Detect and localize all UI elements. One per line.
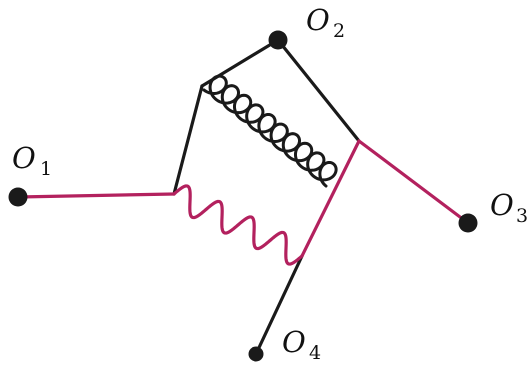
vertex-o3 bbox=[458, 213, 478, 233]
vertex-o4 bbox=[248, 346, 264, 362]
black-lines bbox=[172, 38, 361, 356]
line-right-vertex-to-lower-vertex bbox=[300, 139, 361, 258]
label-o4: O 4 bbox=[282, 325, 321, 364]
label-o2-symbol: O bbox=[306, 3, 330, 37]
label-o3: O 3 bbox=[490, 188, 528, 227]
external-vertices bbox=[8, 30, 478, 362]
line-right-vertex-to-o3 bbox=[357, 139, 470, 225]
gluon-line bbox=[202, 74, 338, 188]
line-o1-to-left-vertex bbox=[16, 192, 176, 199]
label-o2-index: 2 bbox=[333, 20, 345, 42]
label-o3-symbol: O bbox=[490, 188, 514, 222]
label-o3-index: 3 bbox=[516, 205, 528, 227]
vertex-o2 bbox=[268, 30, 288, 50]
label-o1: O 1 bbox=[12, 141, 52, 180]
vertex-o1 bbox=[8, 187, 28, 207]
label-o1-symbol: O bbox=[12, 141, 36, 175]
line-o2-to-right-vertex bbox=[276, 38, 361, 143]
photon-line bbox=[172, 184, 304, 266]
label-o1-index: 1 bbox=[40, 158, 52, 180]
label-o2: O 2 bbox=[306, 3, 345, 42]
label-o4-symbol: O bbox=[282, 325, 306, 359]
line-top-left-to-left-vertex bbox=[172, 84, 204, 196]
label-o4-index: 4 bbox=[309, 342, 321, 364]
accent-lines bbox=[16, 139, 470, 266]
line-lower-vertex-to-o4 bbox=[254, 254, 304, 356]
